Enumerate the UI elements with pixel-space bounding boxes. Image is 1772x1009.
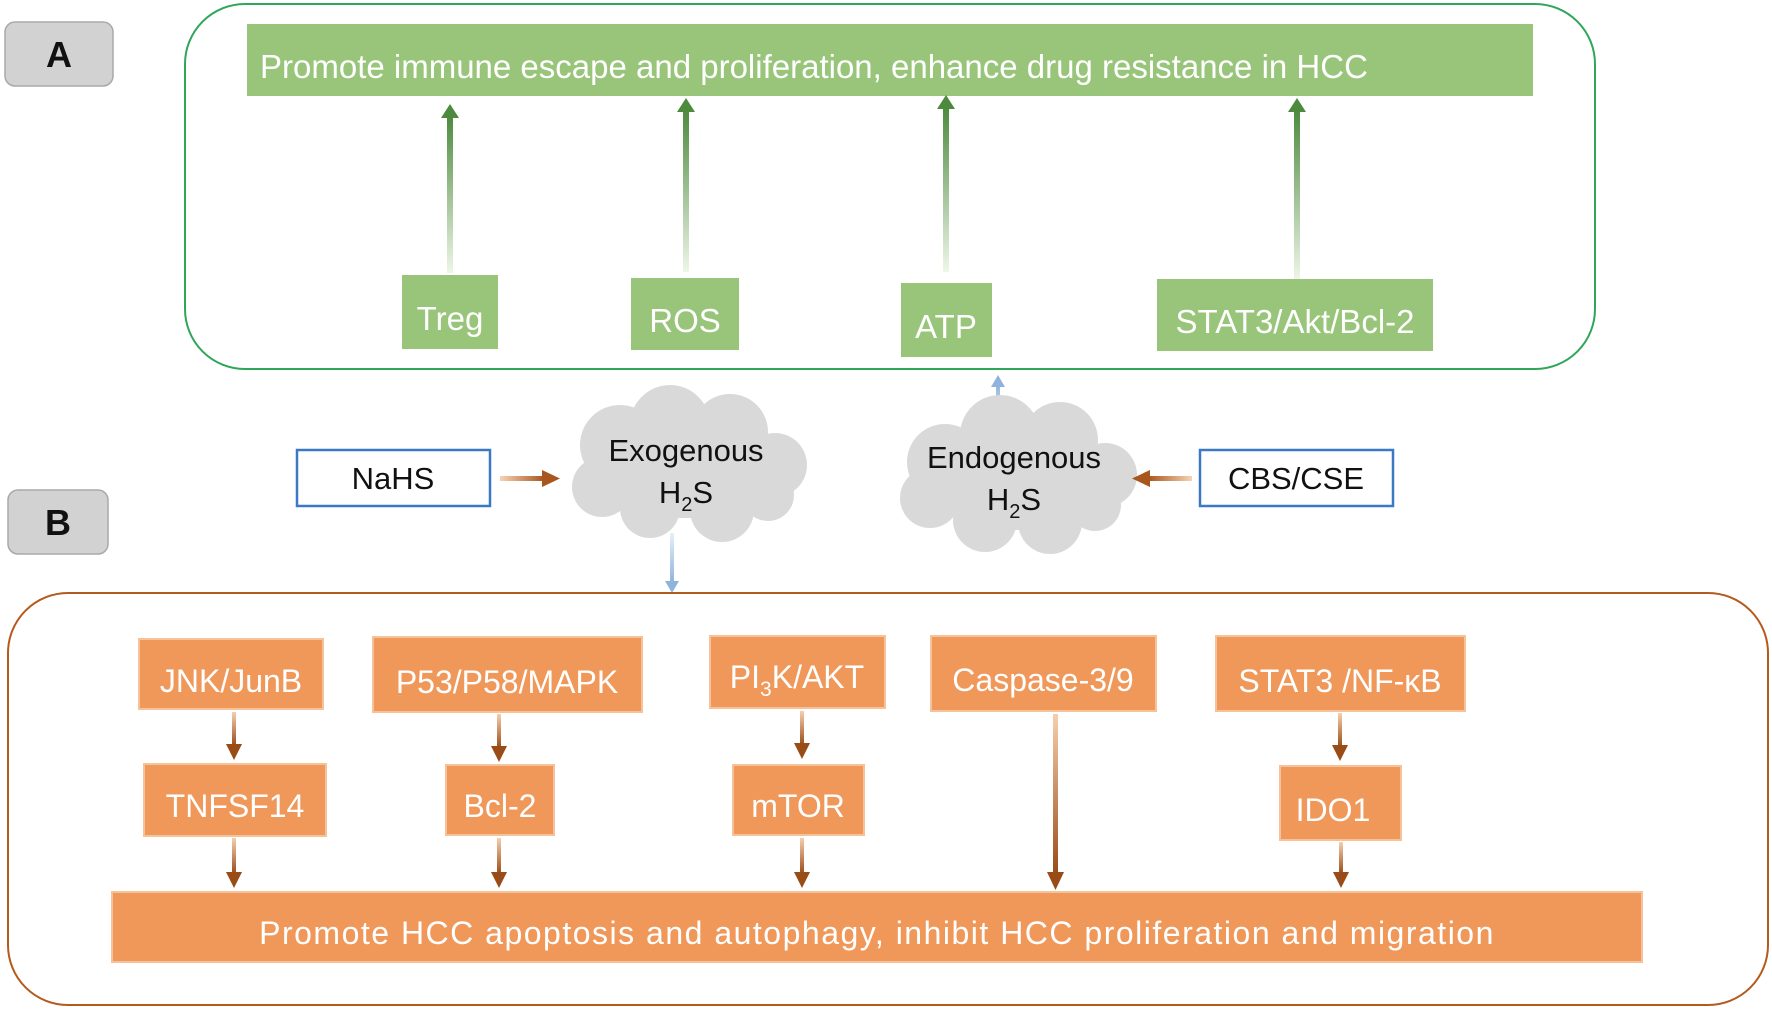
arrow-treg <box>447 116 453 273</box>
svg-text:Bcl-2: Bcl-2 <box>464 788 537 824</box>
arrow-nahs-to-exogenous <box>500 470 560 487</box>
svg-text:ATP: ATP <box>915 308 977 345</box>
box-bcl2: Bcl-2 <box>445 764 555 836</box>
endogenous-h2s: H2S <box>987 482 1041 523</box>
arrow-exogenous-to-b <box>665 533 679 593</box>
panel-a-outcome-text: Promote immune escape and proliferation,… <box>260 48 1368 85</box>
svg-text:Caspase-3/9: Caspase-3/9 <box>952 662 1133 698</box>
panel-b-label: B <box>45 502 71 543</box>
panel-a-tab: A <box>4 21 114 87</box>
exogenous-label: Exogenous <box>608 433 763 468</box>
arrow-caspase-to-outcome <box>1053 714 1058 874</box>
svg-text:ROS: ROS <box>649 302 721 339</box>
factor-ros: ROS <box>631 278 739 350</box>
panel-b-tab: B <box>7 489 109 555</box>
svg-text:TNFSF14: TNFSF14 <box>166 788 305 824</box>
svg-text:PI3K/AKT: PI3K/AKT <box>730 659 864 701</box>
exogenous-h2s: H2S <box>659 475 713 516</box>
arrow-cbs-to-endogenous <box>1132 470 1192 487</box>
panel-a-label: A <box>46 34 72 75</box>
box-jnk-junb: JNK/JunB <box>138 638 324 710</box>
box-tnfsf14: TNFSF14 <box>143 763 327 837</box>
svg-text:Treg: Treg <box>417 300 484 337</box>
endogenous-h2s-cloud: Endogenous H2S <box>900 395 1137 554</box>
arrow-stat3-akt <box>1294 110 1300 280</box>
svg-text:IDO1: IDO1 <box>1296 792 1371 828</box>
svg-text:STAT3/Akt/Bcl-2: STAT3/Akt/Bcl-2 <box>1176 303 1415 340</box>
svg-text:JNK/JunB: JNK/JunB <box>160 663 302 699</box>
nahs-box: NaHS <box>295 448 492 508</box>
svg-text:NaHS: NaHS <box>352 461 435 496</box>
cbs-cse-box: CBS/CSE <box>1198 448 1395 508</box>
panel-b-arrows-upper <box>226 711 1348 762</box>
arrow-ros <box>683 110 689 272</box>
svg-text:mTOR: mTOR <box>751 788 845 824</box>
box-ido1: IDO1 <box>1279 765 1402 841</box>
endogenous-label: Endogenous <box>927 440 1101 475</box>
panel-b-outcome: Promote HCC apoptosis and autophagy, inh… <box>111 891 1643 963</box>
box-stat3-nfkb: STAT3 /NF-κB <box>1215 635 1466 712</box>
factor-treg: Treg <box>402 275 498 349</box>
panel-b-arrows-lower <box>226 714 1349 890</box>
panel-a-arrows <box>441 95 1306 280</box>
panel-b-frame <box>7 592 1769 1006</box>
svg-text:P53/P58/MAPK: P53/P58/MAPK <box>396 664 618 700</box>
factor-atp: ATP <box>901 283 992 357</box>
box-p53-p58-mapk: P53/P58/MAPK <box>372 636 643 713</box>
box-caspase-3-9: Caspase-3/9 <box>930 635 1157 712</box>
svg-text:STAT3 /NF-κB: STAT3 /NF-κB <box>1238 663 1441 699</box>
box-mtor: mTOR <box>732 764 865 836</box>
arrow-atp <box>943 107 949 272</box>
svg-text:CBS/CSE: CBS/CSE <box>1228 461 1364 496</box>
box-pi3k-akt: PI3K/AKT <box>709 635 886 709</box>
panel-a-outcome: Promote immune escape and proliferation,… <box>247 24 1533 96</box>
factor-stat3-akt-bcl2: STAT3/Akt/Bcl-2 <box>1157 279 1433 351</box>
panel-b-outcome-text: Promote HCC apoptosis and autophagy, inh… <box>259 915 1495 951</box>
exogenous-h2s-cloud: Exogenous H2S <box>572 385 807 542</box>
panel-a-frame <box>184 3 1596 370</box>
